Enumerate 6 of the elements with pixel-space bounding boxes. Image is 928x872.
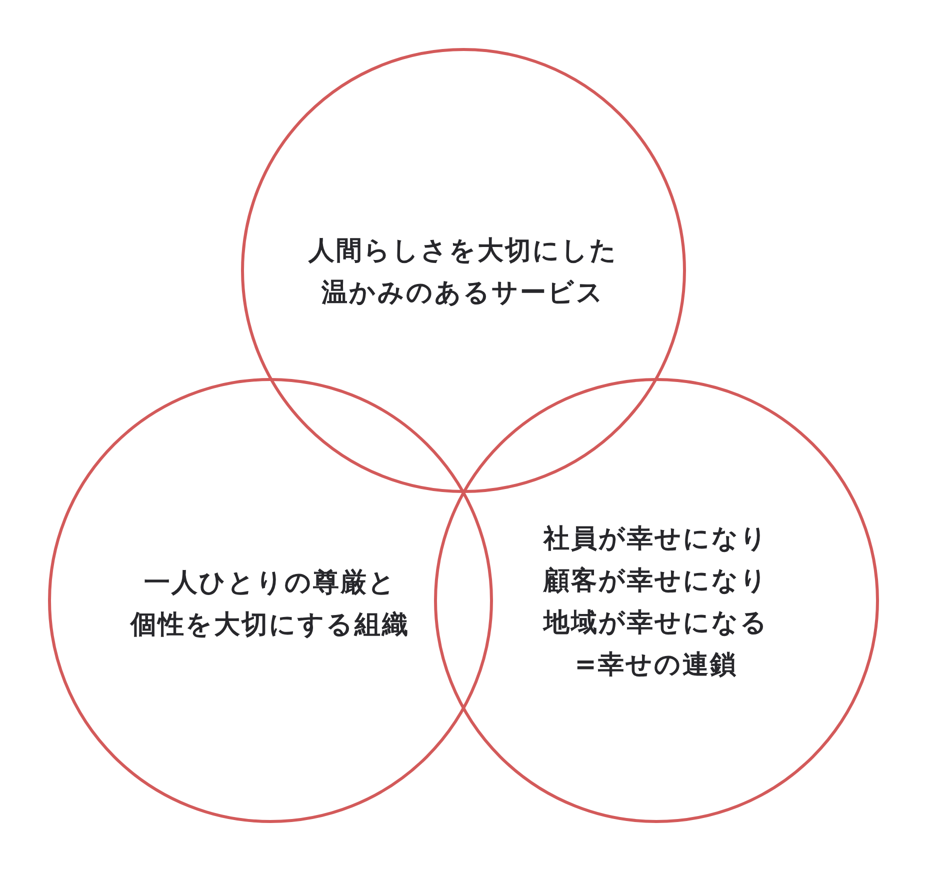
venn-label: 一人ひとりの尊厳と個性を大切にする組織: [130, 567, 410, 642]
venn-circle: [240, 48, 686, 492]
venn-label: 人間らしさを大切にした温かみのあるサービス: [308, 235, 618, 310]
venn-circle: [48, 378, 492, 822]
venn-label: 社員が幸せになり顧客が幸せになり地域が幸せになる=幸せの連鎖: [544, 523, 768, 682]
venn-circle: [434, 378, 878, 822]
